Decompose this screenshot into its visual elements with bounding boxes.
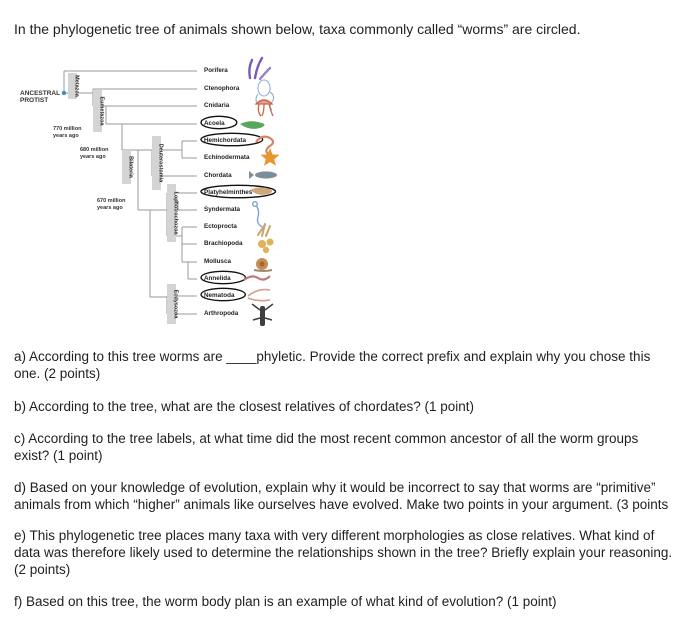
taxon-label-brachiopoda: Brachiopoda <box>204 240 243 247</box>
jellyfish-icon <box>254 99 274 117</box>
taxa-list: PoriferaCtenophoraCnidariaAcoelaHemichor… <box>200 67 277 317</box>
taxon-label-annelida: Annelida <box>204 275 231 282</box>
taxon-label-porifera: Porifera <box>204 67 228 74</box>
taxon-label-arthropoda: Arthropoda <box>204 310 239 317</box>
question-line: d) Based on your knowledge of evolution,… <box>14 480 656 495</box>
brachiopod-icon <box>258 238 274 254</box>
organism-illustrations <box>240 56 280 326</box>
taxon-label-platyhelminthes: Platyhelminthes <box>204 189 253 196</box>
question-d: d) Based on your knowledge of evolution,… <box>14 479 694 513</box>
time-label-670: years ago <box>97 205 123 211</box>
taxon-label-cnidaria: Cnidaria <box>204 102 230 109</box>
taxon-label-echinodermata: Echinodermata <box>204 154 250 161</box>
sponge-icon <box>248 56 272 81</box>
intro-text: In the phylogenetic tree of animals show… <box>14 21 581 37</box>
root-label: PROTIST <box>20 97 48 104</box>
planarian-icon <box>250 187 273 195</box>
flatworm-icon <box>240 121 265 129</box>
bryozoan-icon <box>257 223 271 237</box>
rotifer-icon <box>251 200 263 228</box>
clade-label-eumetazoa: Eumetazoa <box>93 90 105 132</box>
svg-text:Metazoa: Metazoa <box>74 75 80 98</box>
taxon-label-mollusca: Mollusca <box>204 258 231 265</box>
starfish-icon <box>260 148 280 166</box>
question-line: (2 points) <box>14 562 71 577</box>
worm-circle-acoela <box>200 115 238 130</box>
time-label-680: 680 million <box>80 147 109 153</box>
question-f: f) Based on this tree, the worm body pla… <box>14 593 694 610</box>
question-line: e) This phylogenetic tree places many ta… <box>14 528 655 543</box>
worm-circle-nematoda <box>200 287 247 302</box>
taxon-label-nematoda: Nematoda <box>204 292 235 299</box>
root-label: ANCESTRAL <box>20 90 60 97</box>
svg-text:Bilateria: Bilateria <box>128 156 134 179</box>
worm-circle-annelida <box>200 270 247 285</box>
time-label-670: 670 million <box>97 198 126 204</box>
svg-text:Eumetazoa: Eumetazoa <box>99 96 105 126</box>
question-line: data was therefore likely used to determ… <box>14 545 673 560</box>
question-line: b) According to the tree, what are the c… <box>14 399 474 414</box>
svg-text:Lophotrochozoa: Lophotrochozoa <box>173 191 179 235</box>
earthworm-icon <box>243 275 271 281</box>
taxon-label-acoela: Acoela <box>204 120 225 127</box>
worm-circle-hemichordata <box>200 132 264 147</box>
svg-text:Ecdysozoa: Ecdysozoa <box>173 290 179 320</box>
clade-label-metazoa: Metazoa <box>68 73 80 99</box>
clade-label-ecdysozoa: Ecdysozoa <box>167 284 179 324</box>
question-line: a) According to this tree worms are ____… <box>14 349 651 364</box>
question-line: animals from which “higher” animals like… <box>14 497 669 512</box>
taxon-label-ectoprocta: Ectoprocta <box>204 223 237 230</box>
worm-circle-platyhelminthes <box>200 184 277 199</box>
taxon-label-syndermata: Syndermata <box>204 206 241 213</box>
taxon-label-ctenophora: Ctenophora <box>204 85 240 92</box>
time-label-770: years ago <box>53 133 79 139</box>
time-label-680: years ago <box>80 154 106 160</box>
taxon-label-hemichordata: Hemichordata <box>204 137 246 144</box>
svg-text:Deuterostomia: Deuterostomia <box>158 144 164 183</box>
lobster-icon <box>251 303 274 326</box>
time-label-770: 770 million <box>53 126 82 132</box>
roundworm-icon <box>247 288 271 302</box>
question-line: c) According to the tree labels, at what… <box>14 431 639 446</box>
clade-label-deuterostomia: Deuterostomia <box>152 136 164 190</box>
clade-label-bilateria: Bilateria <box>122 150 134 184</box>
snail-icon <box>253 258 273 272</box>
question-line: f) Based on this tree, the worm body pla… <box>14 594 557 609</box>
question-c: c) According to the tree labels, at what… <box>14 430 694 464</box>
acorn-worm-icon <box>255 135 275 155</box>
question-line: exist? (1 point) <box>14 448 103 463</box>
question-b: b) According to the tree, what are the c… <box>14 398 694 415</box>
root-node <box>61 90 67 96</box>
question-e: e) This phylogenetic tree places many ta… <box>14 527 694 578</box>
question-a: a) According to this tree worms are ____… <box>14 348 694 382</box>
question-line: one. (2 points) <box>14 366 101 381</box>
phylogenetic-tree: ANCESTRAL PROTIST Metazoa Eumetazoa Bila… <box>20 56 280 326</box>
fish-icon <box>249 171 277 179</box>
clade-label-lophotrochozoa: Lophotrochozoa <box>167 184 179 242</box>
taxon-label-chordata: Chordata <box>204 172 232 179</box>
